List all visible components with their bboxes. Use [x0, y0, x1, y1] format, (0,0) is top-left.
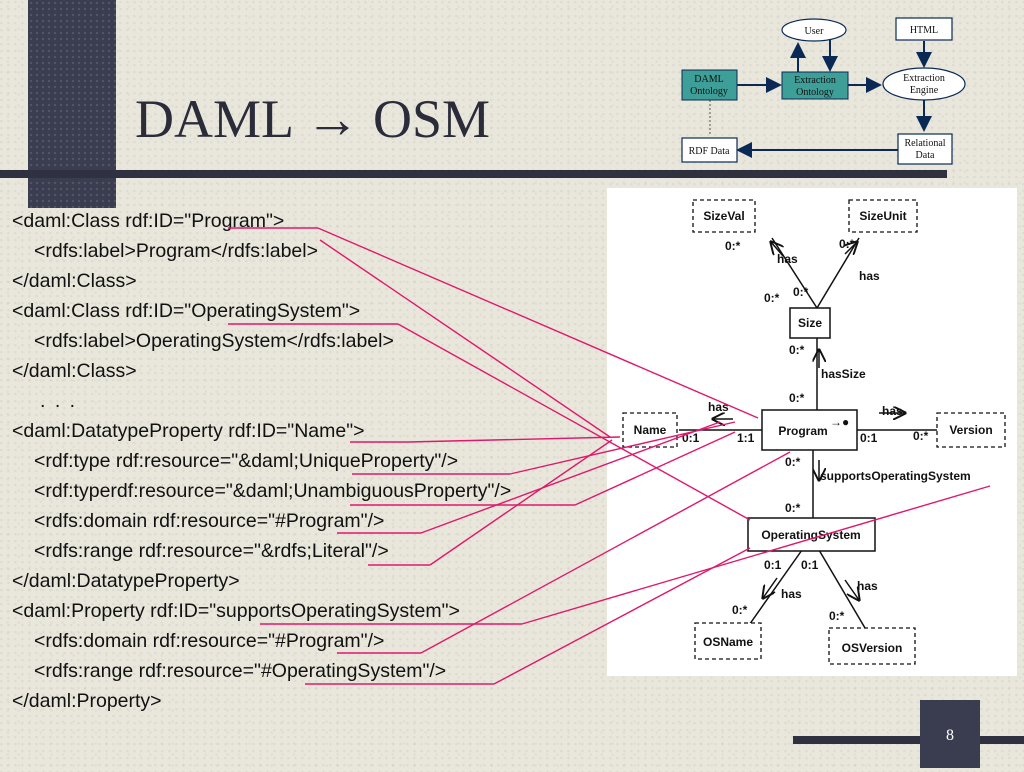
card-osname: 0:* — [732, 603, 748, 617]
code-line: <daml:DatatypeProperty rdf:ID="Name"> — [12, 420, 365, 442]
osm-diagram-panel: SizeVal SizeUnit Size Name Program →● Ve… — [607, 188, 1017, 676]
size-label: Size — [798, 316, 822, 330]
code-line: <daml:Property rdf:ID="supportsOperating… — [12, 600, 460, 622]
card-osversion: 0:* — [829, 609, 845, 623]
relational-data-label-1: Relational — [904, 138, 945, 149]
html-label: HTML — [910, 25, 938, 36]
program-label: Program — [778, 424, 827, 438]
title-divider — [0, 170, 947, 178]
daml-ontology-label-1: DAML — [694, 74, 723, 85]
extraction-engine-label-1: Extraction — [903, 73, 945, 84]
code-line: <daml:Class rdf:ID="Program"> — [12, 210, 285, 232]
card-program-version: 0:1 — [860, 431, 878, 445]
footer-divider — [793, 736, 1024, 744]
object-set-version — [936, 412, 1006, 448]
extraction-ontology-label-2: Ontology — [796, 87, 834, 98]
daml-code-listing: <daml:Class rdf:ID="Program"> <rdfs:labe… — [12, 206, 511, 716]
daml-ontology-node — [681, 69, 738, 101]
card-name: 0:1 — [682, 431, 700, 445]
object-set-program — [761, 409, 858, 451]
card-os-right: 0:1 — [801, 558, 819, 572]
object-set-sizeunit — [848, 199, 918, 233]
osname-label: OSName — [703, 635, 753, 649]
card-version: 0:* — [913, 429, 929, 443]
user-label: User — [805, 26, 825, 37]
extraction-ontology-node — [781, 71, 849, 100]
rel-has-osversion: has — [857, 579, 878, 593]
daml-ontology-label-2: Ontology — [690, 86, 728, 97]
rel-has-name: has — [708, 400, 729, 414]
rdf-data-label: RDF Data — [689, 146, 730, 157]
code-line: <rdf:type rdf:resource="&daml;UniqueProp… — [34, 450, 459, 472]
code-line: <rdf:typerdf:resource="&daml;Unambiguous… — [34, 480, 512, 502]
card-os-left: 0:1 — [764, 558, 782, 572]
osversion-label: OSVersion — [842, 641, 903, 655]
object-set-sizeval — [692, 199, 756, 233]
rel-hassize: hasSize — [821, 367, 866, 381]
code-line: <rdfs:domain rdf:resource="#Program"/> — [34, 510, 385, 532]
card-sizeval: 0:* — [725, 239, 741, 253]
code-line: </daml:DatatypeProperty> — [12, 570, 240, 592]
osm-diagram: SizeVal SizeUnit Size Name Program →● Ve… — [622, 199, 1006, 665]
card-size-below: 0:* — [789, 343, 805, 357]
version-label: Version — [949, 423, 992, 437]
sizeunit-label: SizeUnit — [859, 209, 906, 223]
card-program-bottom: 0:* — [785, 455, 801, 469]
code-line: </daml:Property> — [12, 690, 162, 712]
object-set-size — [789, 307, 831, 339]
code-ellipsis: . . . — [40, 390, 78, 412]
rel-has-sizeval: has — [777, 252, 798, 266]
card-os-top: 0:* — [785, 501, 801, 515]
code-line: <rdfs:label>Program</rdfs:label> — [34, 240, 318, 262]
name-label: Name — [634, 423, 667, 437]
rel-has-version: has — [882, 404, 903, 418]
rel-has-osname: has — [781, 587, 802, 601]
code-line: </daml:Class> — [12, 270, 137, 292]
card-size-left: 0:* — [764, 291, 780, 305]
relational-data-label-2: Data — [916, 150, 935, 161]
rel-has-sizeunit: has — [859, 269, 880, 283]
rdf-data-node — [681, 137, 738, 163]
code-line: <rdfs:range rdf:resource="#OperatingSyst… — [34, 660, 447, 682]
page-title: DAML → OSM — [135, 89, 491, 149]
code-line: <daml:Class rdf:ID="OperatingSystem"> — [12, 300, 361, 322]
code-line: <rdfs:label>OperatingSystem</rdfs:label> — [34, 330, 394, 352]
extraction-engine-label-2: Engine — [910, 85, 939, 96]
html-node — [895, 17, 953, 41]
code-line: <rdfs:domain rdf:resource="#Program"/> — [34, 630, 385, 652]
code-line: </daml:Class> — [12, 360, 137, 382]
extraction-flow-diagram: User HTML DAML Ontology Extraction Ontol… — [681, 17, 966, 165]
card-size-right: 0:* — [793, 285, 809, 299]
page-number: 8 — [920, 700, 980, 768]
operatingsystem-label: OperatingSystem — [761, 528, 860, 542]
sizeval-label: SizeVal — [703, 209, 744, 223]
code-line: <rdfs:range rdf:resource="&rdfs;Literal"… — [34, 540, 389, 562]
rel-supports-os: supportsOperatingSystem — [820, 469, 971, 483]
extraction-ontology-label-1: Extraction — [794, 75, 836, 86]
card-program-top: 0:* — [789, 391, 805, 405]
card-sizeunit: 0:* — [839, 237, 855, 251]
user-node — [781, 18, 847, 42]
object-set-osversion — [828, 627, 916, 665]
extraction-engine-node — [882, 67, 966, 101]
card-program-name: 1:1 — [737, 431, 755, 445]
relational-data-node — [897, 133, 953, 165]
program-symbol: →● — [830, 415, 849, 429]
